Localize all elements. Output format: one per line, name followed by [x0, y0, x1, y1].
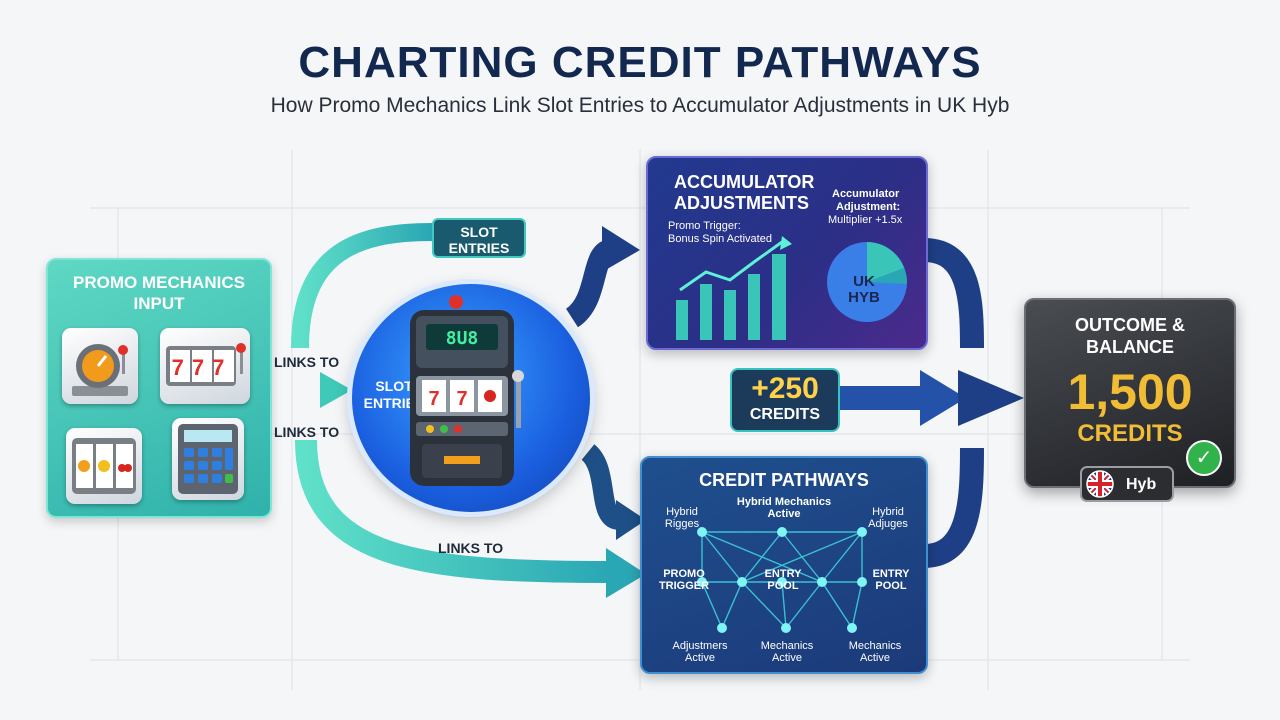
svg-text:7: 7 — [428, 388, 439, 410]
pathways-network — [697, 527, 867, 633]
check-icon: ✓ — [1186, 440, 1222, 476]
node-bottom-right: Mechanics Active — [848, 640, 902, 664]
page-title: CHARTING CREDIT PATHWAYS — [298, 38, 982, 87]
node-top-left: Hybrid Rigges — [664, 506, 700, 530]
navy-arrow-down — [580, 444, 622, 530]
links-to-label-2: LINKS TO — [274, 424, 340, 440]
gauge-slot-icon — [62, 328, 138, 404]
slot-entries-badge: SLOT ENTRIES — [432, 218, 526, 258]
region-label: Hyb — [1126, 476, 1157, 493]
node-bottom-left: Adjustmers Active — [672, 640, 728, 664]
pie-label-line2: HYB — [848, 289, 880, 306]
acc-title-line2: ADJUSTMENTS — [674, 193, 810, 213]
teal-arc-top — [291, 223, 433, 349]
slot-machine-icon: 8U8 7 7 — [410, 295, 524, 486]
slot-display-digits: 8U8 — [446, 328, 479, 349]
page-subtitle: How Promo Mechanics Link Slot Entries to… — [270, 94, 1010, 117]
svg-text:7: 7 — [456, 388, 467, 410]
slot-badge-line1: SLOT — [460, 224, 498, 240]
slot-badge-line2: ENTRIES — [448, 240, 510, 256]
pathways-title: CREDIT PATHWAYS — [699, 470, 869, 490]
teal-arc-bottom — [295, 439, 611, 583]
accumulator-adjustments-panel: ACCUMULATOR ADJUSTMENTS Promo Trigger: B… — [646, 156, 928, 350]
reel-symbols: 777 — [172, 355, 233, 380]
acc-title-line1: ACCUMULATOR — [674, 172, 815, 192]
keypad-calculator-icon — [172, 418, 244, 500]
node-top-right: Hybrid Adjuges — [868, 506, 908, 530]
node-top-center: Hybrid Mechanics Active — [736, 496, 832, 520]
plus-credits-badge: +250 CREDITS — [730, 368, 840, 432]
uk-hyb-pie-icon: UK HYB — [827, 242, 908, 322]
outcome-title-line1: OUTCOME & — [1075, 315, 1185, 335]
credit-pathways-panel: CREDIT PATHWAYS Hybrid Mechanics Active … — [640, 456, 928, 674]
navy-arrow-acc-out — [923, 238, 984, 349]
balance-unit: CREDITS — [1077, 420, 1183, 447]
node-entry-pool-right: ENTRY POOL — [872, 568, 910, 592]
fruit-reels-icon — [66, 428, 142, 504]
multiplier-value: Multiplier +1.5x — [828, 214, 903, 226]
slot-entries-circle: SLOT ENTRIES 8U8 7 7 — [352, 284, 590, 512]
pie-label-line1: UK — [853, 273, 875, 290]
uk-flag-icon — [1086, 470, 1114, 498]
circle-line1: SLOT — [375, 378, 413, 394]
links-to-label-1: LINKS TO — [274, 354, 340, 370]
circle-line2: ENTRIES — [363, 395, 425, 411]
credits-gain-value: +250 — [751, 372, 819, 405]
navy-arrow-path-out — [922, 447, 984, 568]
node-entry-pool-center: ENTRY POOL — [764, 568, 802, 592]
promo-trigger-value: Bonus Spin Activated — [668, 233, 772, 245]
triple-seven-slot-icon: 777 — [160, 328, 250, 404]
accumulator-adj-label-1: Accumulator — [832, 188, 900, 200]
node-promo-trigger: PROMO TRIGGER — [658, 568, 710, 592]
balance-value: 1,500 — [1067, 364, 1193, 420]
node-bottom-center: Mechanics Active — [760, 640, 814, 664]
growth-bar-chart-icon — [676, 236, 792, 340]
input-title-line1: PROMO MECHANICS — [73, 273, 245, 292]
accumulator-adj-label-2: Adjustment: — [836, 201, 901, 213]
credits-gain-unit: CREDITS — [749, 406, 821, 423]
outcome-title-line2: BALANCE — [1086, 337, 1174, 357]
input-title-line2: INPUT — [133, 294, 185, 313]
region-badge: Hyb — [1080, 466, 1174, 502]
links-to-label-3: LINKS TO — [438, 540, 504, 556]
promo-mechanics-input-panel: PROMO MECHANICS INPUT 777 — [46, 258, 272, 518]
promo-trigger-label: Promo Trigger: — [668, 220, 741, 232]
